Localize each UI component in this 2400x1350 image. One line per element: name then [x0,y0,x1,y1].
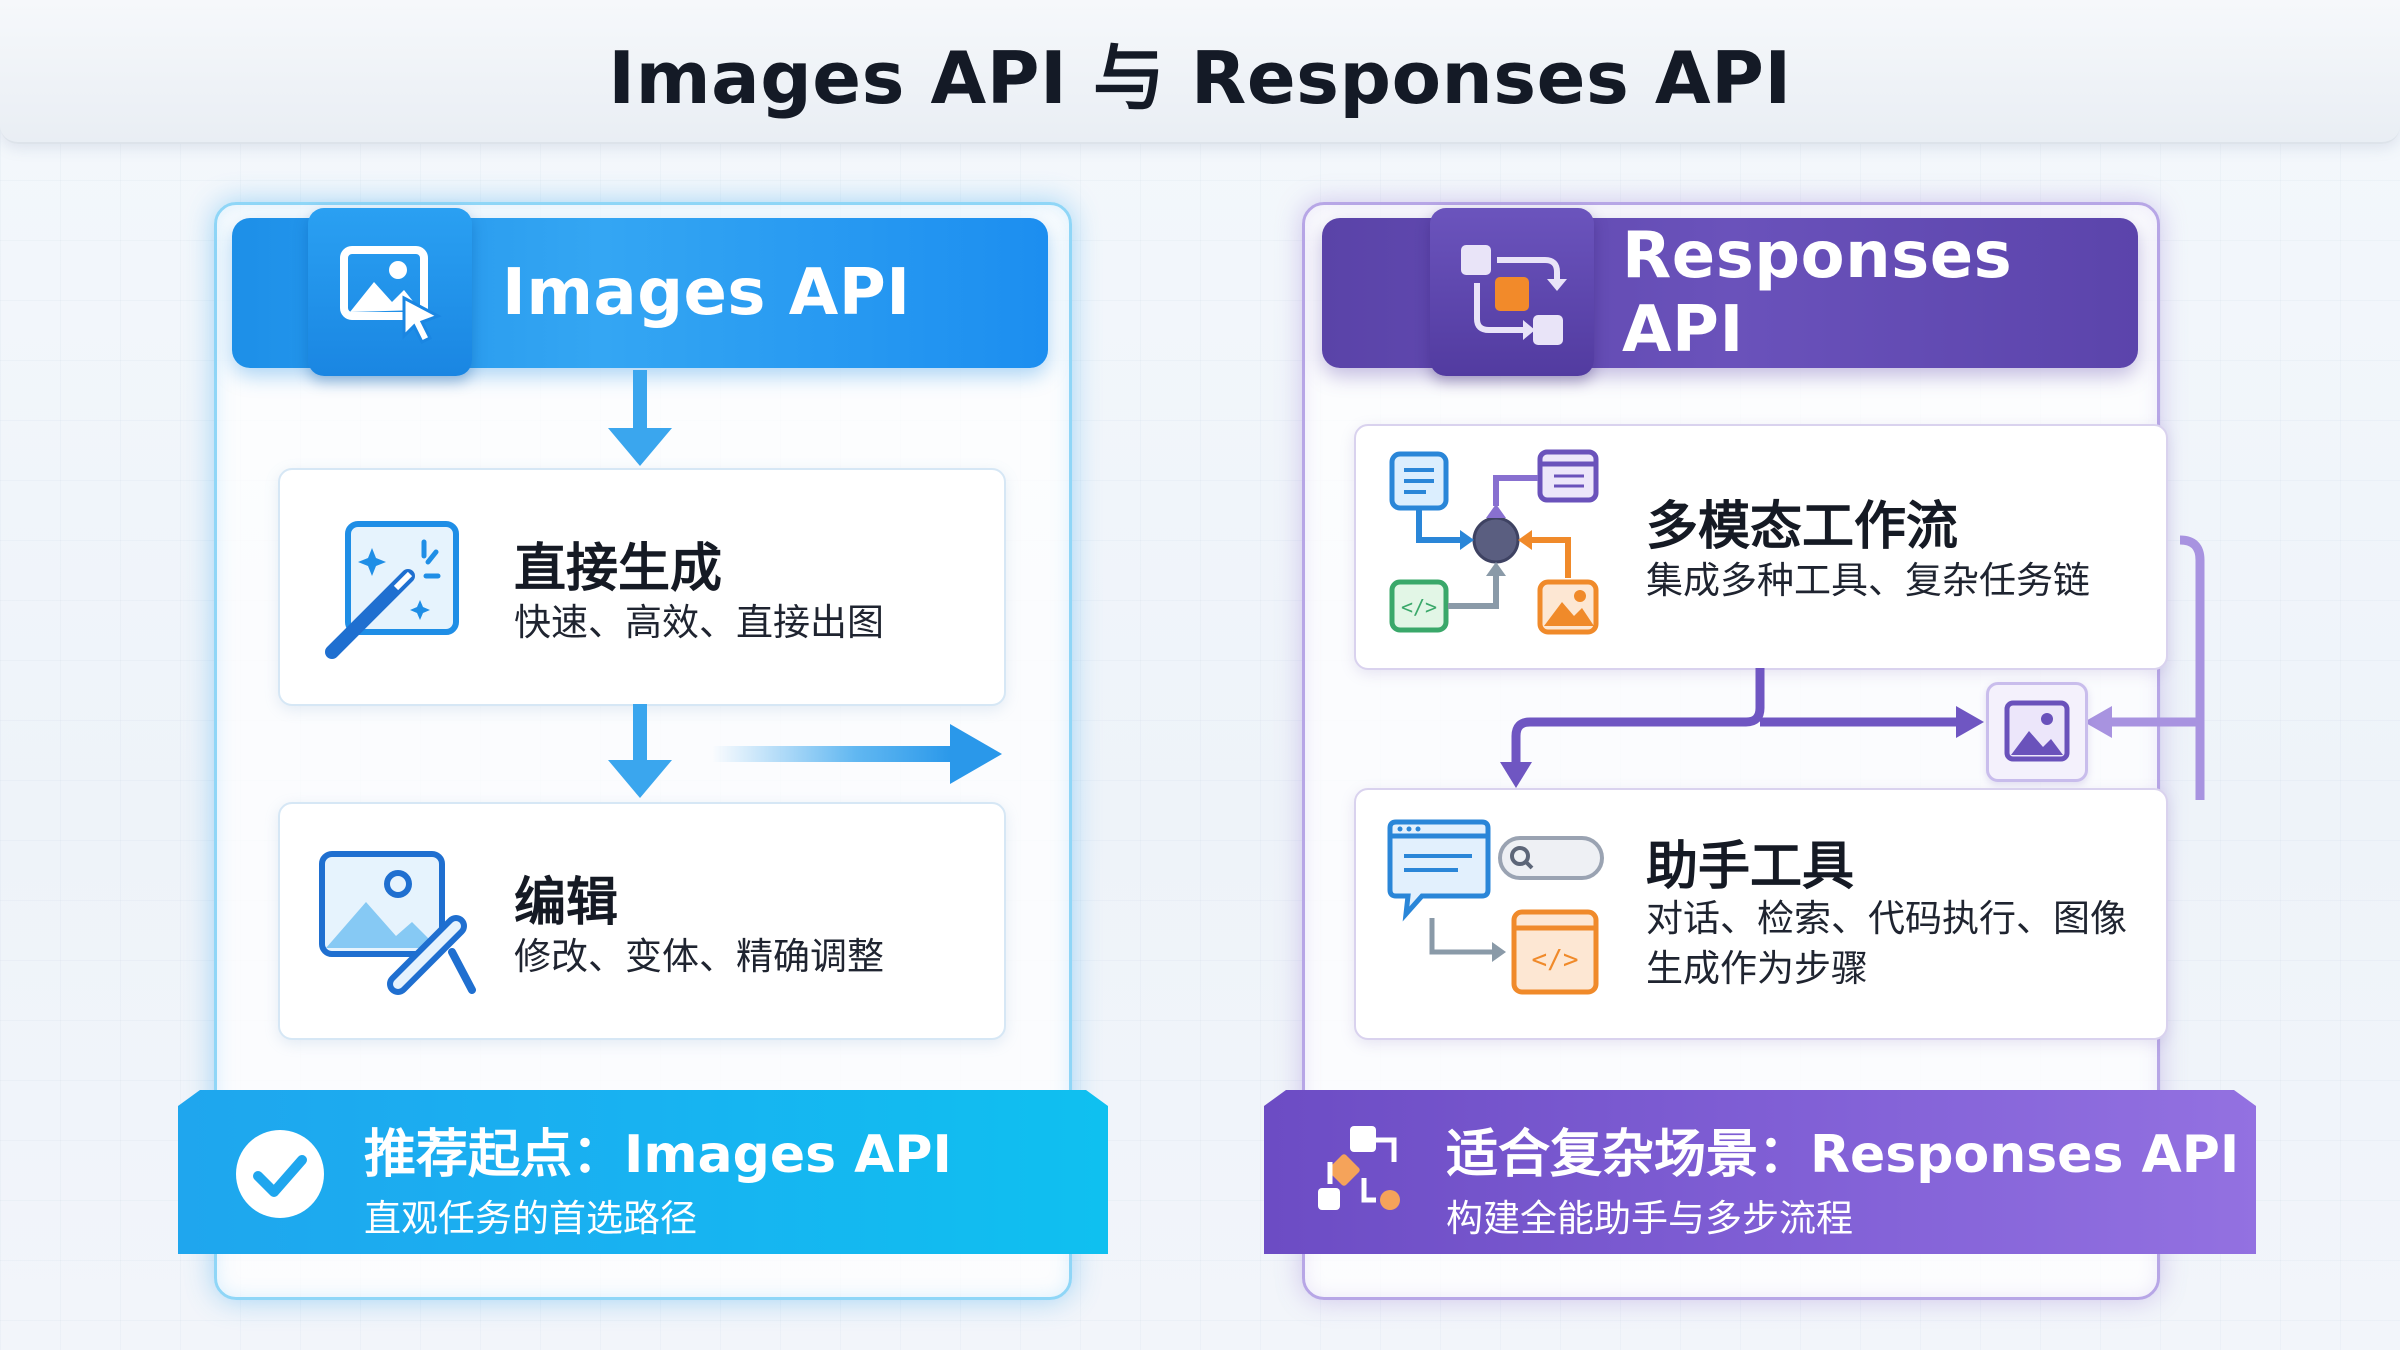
title-bar: Images API 与 Responses API [0,0,2400,144]
edit-sub: 修改、变体、精确调整 [514,935,884,978]
image-cursor-icon [308,208,472,376]
complex-scenario-title: 适合复杂场景：Responses API [1446,1125,2240,1185]
workflow-icon [1430,208,1594,376]
assistant-tools-card: </> 助手工具 对话、检索、代码执行、图像 生成作为步骤 [1354,788,2168,1040]
multimodal-sub: 集成多种工具、复杂任务链 [1646,559,2090,602]
arrow-down-2 [608,704,672,798]
direct-generate-card: 直接生成 快速、高效、直接出图 [278,468,1006,706]
assistant-tools-icon: </> [1382,818,1612,1012]
arrow-right [712,724,1002,784]
image-node [1986,682,2088,782]
arrow-down-1 [608,370,672,466]
edit-card: 编辑 修改、变体、精确调整 [278,802,1006,1040]
responses-api-title: Responses API [1622,219,2013,367]
edit-title: 编辑 [514,873,619,933]
multimodal-flow-icon: </> [1382,448,1612,652]
flow-nodes-icon [1314,1122,1414,1226]
responses-api-header: Responses API [1322,208,2138,376]
assistant-tools-sub-line1: 对话、检索、代码执行、图像 [1646,897,2127,940]
images-api-recommend-bar: 推荐起点：Images API 直观任务的首选路径 [178,1090,1108,1254]
responses-api-complex-bar: 适合复杂场景：Responses API 构建全能助手与多步流程 [1264,1090,2256,1254]
direct-generate-sub: 快速、高效、直接出图 [514,601,884,644]
recommend-sub: 直观任务的首选路径 [364,1197,697,1240]
page-title: Images API 与 Responses API [608,35,1792,120]
images-api-title: Images API [502,256,911,330]
multimodal-workflow-card: </> 多模态工作流 集成多种工具、复杂任务链 [1354,424,2168,670]
right-flow-connectors [1500,535,2205,800]
svg-text:</>: </> [1532,945,1579,975]
magic-wand-icon [312,512,472,676]
image-edit-pencil-icon [316,844,476,1008]
assistant-tools-title: 助手工具 [1646,837,1855,897]
image-icon [2004,700,2070,762]
direct-generate-title: 直接生成 [514,539,723,599]
images-api-header: Images API [232,208,1048,376]
recommend-title: 推荐起点：Images API [364,1125,952,1185]
svg-text:</>: </> [1401,595,1437,619]
multimodal-title: 多模态工作流 [1646,497,1959,557]
complex-scenario-sub: 构建全能助手与多步流程 [1446,1197,1853,1240]
assistant-tools-sub-line2: 生成作为步骤 [1646,947,1868,990]
check-circle-icon [232,1126,328,1226]
